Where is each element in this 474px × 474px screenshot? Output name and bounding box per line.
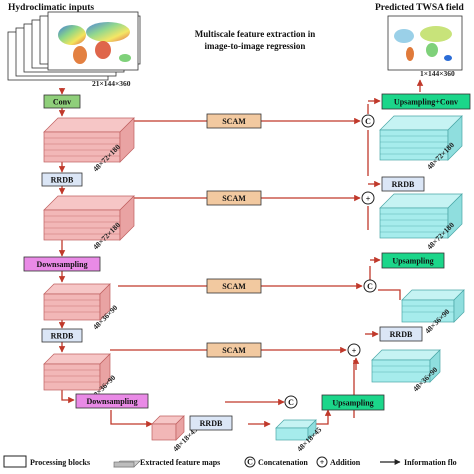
right-feature-map-1	[379, 115, 463, 161]
legend-processing-swatch	[3, 455, 27, 468]
concat-op-3: C	[363, 279, 377, 293]
inputs-title: Hydroclimatic inputs	[8, 3, 94, 13]
left-feature-map-5	[151, 415, 185, 441]
concat-op-bottom: C	[284, 395, 298, 409]
downsampling-block-2: Downsampling	[75, 393, 149, 409]
svg-text:SCAM: SCAM	[222, 194, 246, 203]
input-world-map	[58, 22, 131, 64]
legend-flow-label: Information flo	[404, 458, 457, 467]
left-feature-map-1	[43, 117, 135, 163]
rrdb-block-2: RRDB	[41, 328, 83, 343]
svg-text:C: C	[367, 282, 373, 291]
svg-text:Upsampling+Conv: Upsampling+Conv	[394, 98, 458, 107]
legend-add-icon	[316, 456, 328, 468]
svg-text:C: C	[288, 398, 294, 407]
right-feature-map-3	[401, 289, 465, 323]
svg-text:Conv: Conv	[53, 98, 71, 107]
svg-text:SCAM: SCAM	[222, 117, 246, 126]
svg-text:+: +	[366, 195, 371, 204]
right-feature-map-2	[379, 193, 463, 239]
scam-block-1: SCAM	[206, 113, 262, 129]
downsampling-block-1: Downsampling	[23, 256, 101, 272]
svg-text:C: C	[365, 117, 371, 126]
svg-text:RRDB: RRDB	[200, 419, 223, 428]
scam-block-4: SCAM	[206, 342, 262, 358]
right-feature-map-5	[275, 419, 317, 441]
svg-text:RRDB: RRDB	[51, 332, 74, 341]
scam-block-2: SCAM	[206, 190, 262, 206]
scam-block-3: SCAM	[206, 278, 262, 294]
left-feature-map-4	[43, 353, 111, 391]
svg-text:+: +	[320, 458, 325, 467]
svg-text:Upsampling: Upsampling	[392, 257, 433, 266]
upsampling-block-1: Upsampling	[321, 394, 385, 411]
add-op-2: +	[361, 191, 375, 205]
svg-text:RRDB: RRDB	[390, 330, 413, 339]
legend-features-label: Extracted feature maps	[140, 458, 220, 467]
conv-block: Conv	[43, 94, 81, 109]
svg-text:C: C	[247, 458, 253, 467]
rrdb-block-3: RRDB	[189, 415, 233, 431]
svg-text:Downsampling: Downsampling	[36, 260, 87, 269]
input-map-stack	[7, 11, 141, 81]
legend-processing-label: Processing blocks	[30, 458, 90, 467]
rrdb-block-5: RRDB	[381, 176, 425, 192]
svg-text:SCAM: SCAM	[222, 282, 246, 291]
svg-text:Upsampling: Upsampling	[332, 399, 373, 408]
rrdb-block-1: RRDB	[41, 172, 83, 187]
left-feature-map-3	[43, 283, 111, 321]
flow-arrows	[58, 79, 424, 428]
legend-concat-icon	[244, 456, 256, 468]
center-title-line1: Multiscale feature extraction in	[195, 29, 316, 39]
legend: Processing blocks Extracted feature maps…	[3, 455, 457, 468]
svg-text:RRDB: RRDB	[392, 180, 415, 189]
output-dims: 1×144×360	[420, 69, 455, 78]
upsampling-conv-block: Upsampling+Conv	[381, 93, 471, 110]
left-feature-map-2	[43, 195, 135, 241]
add-op-4: +	[347, 343, 361, 357]
svg-text:RRDB: RRDB	[51, 176, 74, 185]
legend-addition-label: Addition	[330, 458, 361, 467]
concat-op-1: C	[361, 114, 375, 128]
svg-text:+: +	[352, 347, 357, 356]
center-title-line2: image-to-image regression	[205, 41, 306, 51]
output-title: Predicted TWSA field	[375, 3, 465, 13]
svg-text:SCAM: SCAM	[222, 346, 246, 355]
svg-text:Downsampling: Downsampling	[86, 397, 137, 406]
output-map	[387, 15, 463, 71]
rrdb-block-4: RRDB	[379, 326, 423, 342]
upsampling-block-2: Upsampling	[381, 252, 445, 269]
legend-concat-label: Concatenation	[258, 458, 308, 467]
right-feature-map-4	[371, 349, 441, 383]
input-dims: 21×144×360	[92, 79, 131, 88]
